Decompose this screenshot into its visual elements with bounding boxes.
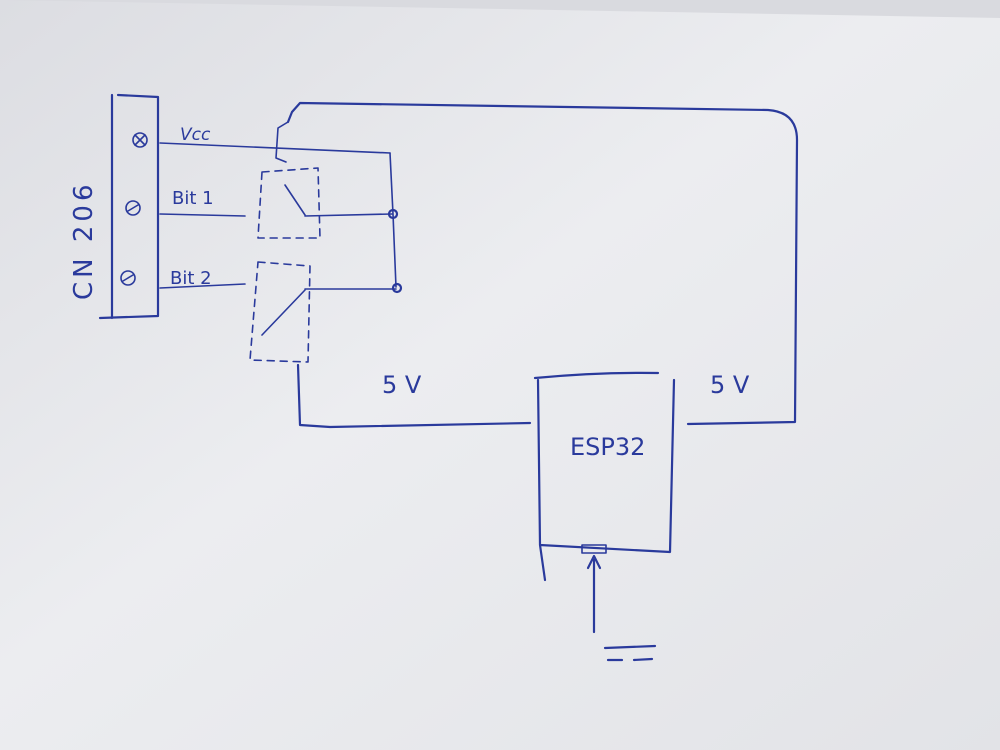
left-5v-wire bbox=[296, 363, 532, 429]
pin-label-bit2: Bit 2 bbox=[170, 268, 212, 289]
bit1-wire bbox=[159, 213, 246, 217]
relay-switches bbox=[249, 121, 403, 363]
usb-port-icon bbox=[581, 544, 607, 554]
relay1-dashed-outline bbox=[257, 167, 321, 239]
relay2-dashed-outline bbox=[249, 261, 311, 363]
vcc-wire bbox=[159, 142, 391, 154]
esp32-module: ESP32 bbox=[533, 371, 676, 662]
usb-cable bbox=[586, 554, 602, 634]
vcc-bracket bbox=[275, 121, 289, 163]
terminal-bit1-icon bbox=[125, 200, 141, 216]
switch-bus bbox=[389, 152, 397, 288]
pin-label-bit1: Bit 1 bbox=[172, 188, 214, 209]
connector-body bbox=[98, 93, 160, 320]
power-wiring: 5 V 5 V bbox=[286, 101, 799, 429]
bit2-wire bbox=[159, 283, 246, 289]
terminal-vcc-icon bbox=[132, 132, 148, 148]
esp32-label: ESP32 bbox=[570, 433, 645, 461]
left-rail-label: 5 V bbox=[382, 371, 422, 399]
switch2-contact bbox=[261, 288, 397, 336]
junction-dot-2 bbox=[391, 282, 403, 294]
pin-wires: Vcc Bit 1 Bit 2 bbox=[159, 125, 391, 289]
terminal-bit2-icon bbox=[120, 270, 136, 286]
pin-label-vcc: Vcc bbox=[180, 125, 211, 145]
esp32-outline bbox=[533, 371, 676, 582]
connector-label: CN 206 bbox=[69, 181, 99, 301]
ground-symbol-icon bbox=[603, 644, 657, 662]
connector-cn206: CN 206 bbox=[69, 93, 160, 320]
right-rail-label: 5 V bbox=[710, 371, 750, 399]
right-5v-wire bbox=[286, 101, 799, 426]
